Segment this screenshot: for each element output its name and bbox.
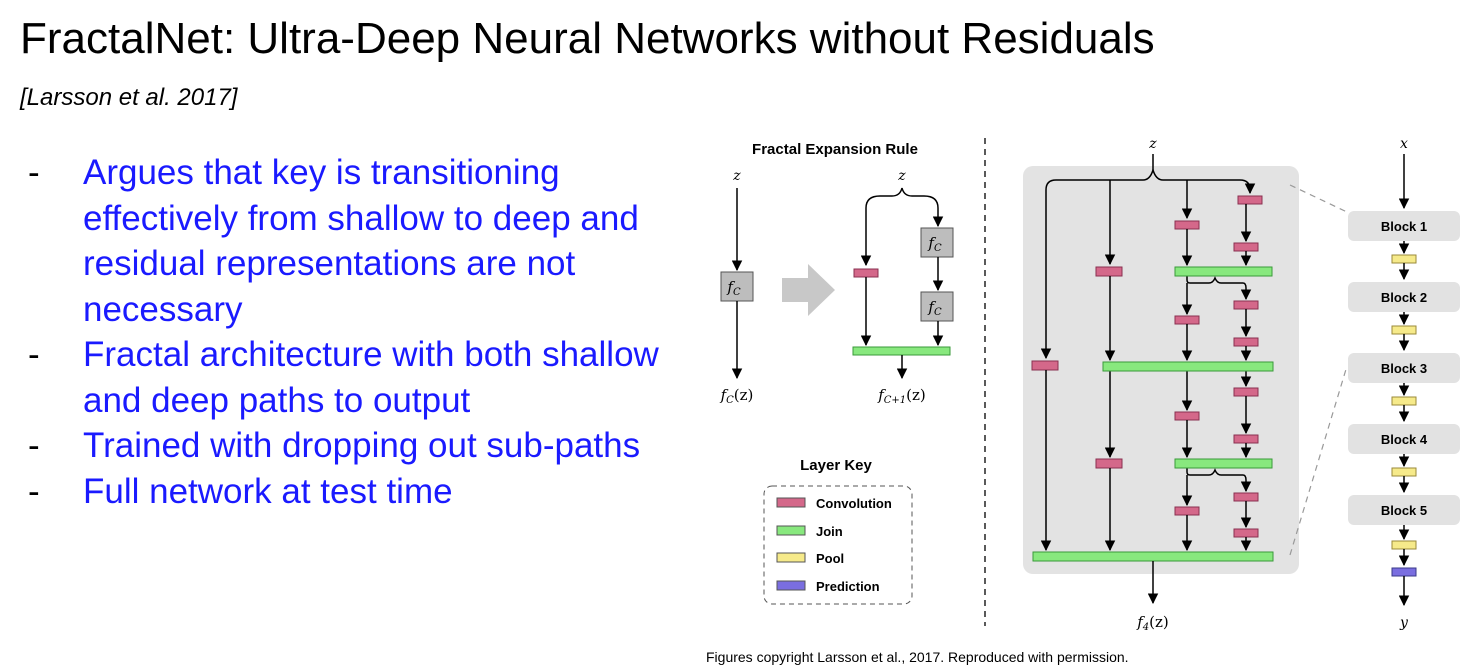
- key-label: Pool: [816, 551, 844, 566]
- key-label: Join: [816, 524, 843, 539]
- join-layer: [1032, 551, 1274, 562]
- bullet-text: Argues that key is transitioning effecti…: [83, 153, 639, 329]
- bullet-text: Trained with dropping out sub-paths: [83, 426, 641, 465]
- bullet-dash: -: [28, 426, 40, 465]
- key-swatch-pred: [776, 580, 806, 591]
- key-swatch-conv: [776, 497, 806, 508]
- block-label: Block 1: [1381, 219, 1427, 234]
- fractal-output: f4(z): [1136, 613, 1169, 633]
- citation: [Larsson et al. 2017]: [20, 84, 238, 111]
- expansion-rule: Fractal Expansion Rule z z fC fC(z) fC f…: [720, 141, 954, 406]
- conv-layer: [1174, 315, 1200, 325]
- fc-block-label: fC: [927, 234, 942, 254]
- network-input: x: [1400, 136, 1408, 152]
- network-output: y: [1399, 615, 1409, 631]
- layer-key-title: Layer Key: [800, 457, 872, 474]
- bullet-item: - Trained with dropping out sub-paths: [28, 423, 668, 469]
- fractal-diagram: z: [1023, 136, 1299, 633]
- expansion-output-right: fC+1(z): [877, 386, 926, 406]
- expansion-output-left: fC(z): [720, 386, 754, 406]
- bullet-item: - Full network at test time: [28, 469, 668, 515]
- block-3: [1348, 353, 1460, 383]
- bullet-item: - Fractal architecture with both shallow …: [28, 332, 668, 423]
- block-4: [1348, 424, 1460, 454]
- conv-layer: [1237, 195, 1263, 205]
- bullet-dash: -: [28, 335, 40, 374]
- expansion-title: Fractal Expansion Rule: [752, 141, 918, 158]
- bullet-item: - Argues that key is transitioning effect…: [28, 150, 668, 332]
- network-diagram: x Block 1 Block 2 Block 3 Block 4 Block …: [1348, 136, 1460, 631]
- pool-layer: [1391, 540, 1417, 550]
- key-label: Convolution: [816, 496, 892, 511]
- bullet-text: Full network at test time: [83, 471, 453, 511]
- conv-layer: [1233, 337, 1259, 347]
- split-brace: [1045, 167, 1251, 191]
- fc-block: [920, 227, 954, 258]
- slide-title: FractalNet: Ultra-Deep Neural Networks w…: [20, 14, 1155, 63]
- figure-caption: Figures copyright Larsson et al., 2017. …: [706, 649, 1129, 665]
- join-layer: [1102, 361, 1274, 372]
- layer-key: Layer Key Convolution Join Pool Predicti…: [763, 457, 913, 605]
- pool-layer: [1391, 325, 1417, 335]
- pool-layer: [1391, 396, 1417, 406]
- split-brace: [1186, 275, 1247, 289]
- bullet-list: - Argues that key is transitioning effect…: [28, 150, 668, 514]
- fc-block-label: fC: [927, 298, 942, 318]
- pool-layer: [1391, 254, 1417, 264]
- join-layer: [1174, 458, 1273, 469]
- prediction-layer: [1391, 567, 1417, 577]
- expansion-input-left: z: [732, 168, 741, 184]
- conv-layer: [1174, 411, 1200, 421]
- block-2: [1348, 282, 1460, 312]
- pool-layer: [1391, 467, 1417, 477]
- conv-layer: [1174, 506, 1200, 516]
- bullet-dash: -: [28, 471, 40, 511]
- key-swatch-pool: [776, 552, 806, 563]
- block-5: [1348, 495, 1460, 525]
- block-label: Block 4: [1381, 432, 1428, 447]
- bullet-text: Fractal architecture with both shallow a…: [83, 335, 659, 420]
- conv-layer: [1233, 242, 1259, 252]
- block-1: [1348, 211, 1460, 241]
- fractal-input: z: [1148, 136, 1157, 152]
- block-label: Block 3: [1381, 361, 1427, 376]
- conv-layer: [1095, 458, 1123, 469]
- conv-layer: [1095, 266, 1123, 277]
- conv-layer: [1233, 387, 1259, 397]
- conv-layer: [1233, 434, 1259, 444]
- fractalnet-figure: Fractal Expansion Rule z z fC fC(z) fC f…: [720, 136, 1460, 633]
- expansion-input-right: z: [897, 168, 906, 184]
- conv-layer: [1031, 360, 1059, 371]
- conv-layer: [1233, 528, 1259, 538]
- conv-layer: [1174, 220, 1200, 230]
- conv-layer: [853, 268, 879, 278]
- block-label: Block 5: [1381, 503, 1427, 518]
- bullet-dash: -: [28, 153, 40, 192]
- key-label: Prediction: [816, 579, 880, 594]
- split-brace: [865, 187, 939, 209]
- block-label: Block 2: [1381, 290, 1427, 305]
- expansion-arrow-icon: [782, 264, 835, 316]
- join-layer: [1174, 266, 1273, 277]
- fc-block: [920, 291, 954, 322]
- layer-key-box: [763, 485, 913, 605]
- fc-block-label: fC: [726, 278, 741, 298]
- key-swatch-join: [776, 525, 806, 536]
- conv-layer: [1233, 492, 1259, 502]
- split-brace: [1186, 467, 1247, 481]
- conv-layer: [1233, 300, 1259, 310]
- join-layer: [852, 346, 951, 356]
